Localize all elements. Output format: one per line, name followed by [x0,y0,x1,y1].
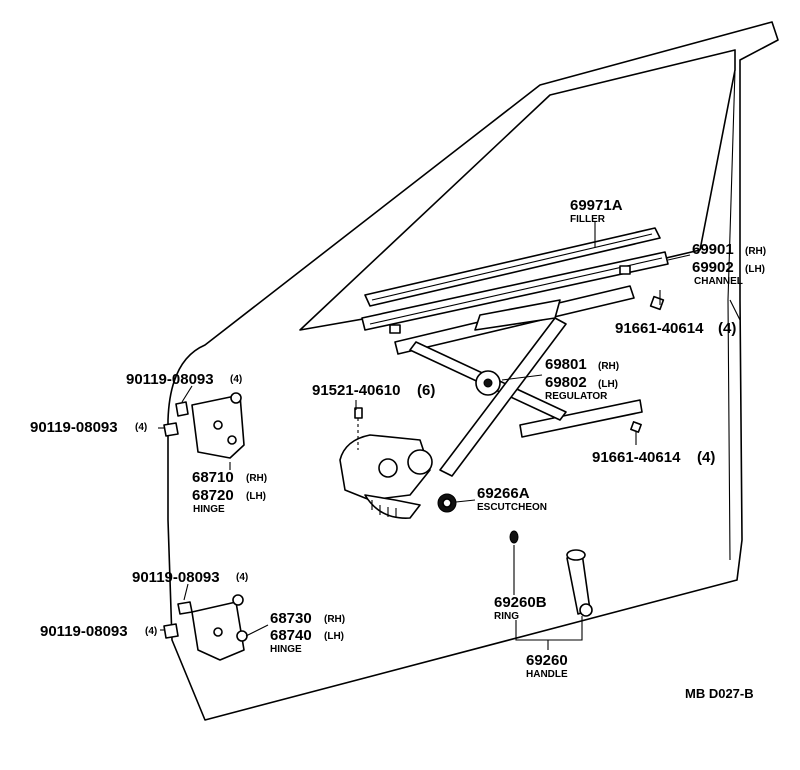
label-upper-bolt-a: 90119-08093 [126,371,214,388]
label-channel-lh-tag: (LH) [745,264,765,275]
label-regulator-lh: 69802 [545,374,587,391]
handle-parts [437,493,593,617]
label-lower-hinge-rh-tag: (RH) [324,614,345,625]
regulator-bolts [354,295,665,450]
label-regulator-bolt-2-qty: (4) [697,449,715,466]
label-channel-name: CHANNEL [694,276,743,287]
glass-channel-rails [361,227,669,334]
label-regulator-rh: 69801 [545,356,587,373]
lower-hinge [163,594,248,661]
label-upper-bolt-b-qty: (4) [135,422,147,433]
diagram-code: MB D027-B [685,686,754,701]
label-lower-bolt-b: 90119-08093 [40,623,128,640]
label-channel-bolt-qty: (4) [718,320,736,337]
label-escutcheon-name: ESCUTCHEON [477,502,547,513]
label-upper-bolt-b: 90119-08093 [30,419,118,436]
label-lower-bolt-b-qty: (4) [145,626,157,637]
label-channel-lh: 69902 [692,259,734,276]
label-regulator-bolt-2: 91661-40614 [592,449,681,466]
label-upper-bolt-a-qty: (4) [230,374,242,385]
label-handle-number: 69260 [526,652,568,669]
label-escutcheon-number: 69266A [477,485,530,502]
label-lower-hinge-lh: 68740 [270,627,312,644]
leader-lines [158,222,741,650]
label-regulator-rh-tag: (RH) [598,361,619,372]
label-regulator-bolt: 91521-40610 [312,382,400,399]
label-filler-name: FILLER [570,214,606,225]
label-handle-name: HANDLE [526,669,568,680]
label-channel-bolt: 91661-40614 [615,320,704,337]
label-filler-number: 69971A [570,197,623,214]
label-upper-hinge-lh: 68720 [192,487,234,504]
label-regulator-lh-tag: (LH) [598,379,618,390]
label-lower-bolt-a-qty: (4) [236,572,248,583]
label-ring-name: RING [494,611,519,622]
label-lower-hinge-rh: 68730 [270,610,312,627]
label-regulator-name: REGULATOR [545,391,608,402]
label-upper-hinge-lh-tag: (LH) [246,491,266,502]
label-upper-hinge-rh: 68710 [192,469,234,486]
label-ring-number: 69260B [494,594,547,611]
upper-hinge [163,392,245,459]
label-lower-bolt-a: 90119-08093 [132,569,220,586]
label-lower-hinge-lh-tag: (LH) [324,631,344,642]
label-upper-hinge-name: HINGE [193,504,225,515]
window-regulator [339,285,643,519]
label-regulator-bolt-qty: (6) [417,382,435,399]
label-channel-rh: 69901 [692,241,734,258]
part-labels: 69971A FILLER 69901 (RH) 69902 (LH) CHAN… [30,197,766,701]
label-lower-hinge-name: HINGE [270,644,302,655]
label-channel-rh-tag: (RH) [745,246,766,257]
label-upper-hinge-rh-tag: (RH) [246,473,267,484]
